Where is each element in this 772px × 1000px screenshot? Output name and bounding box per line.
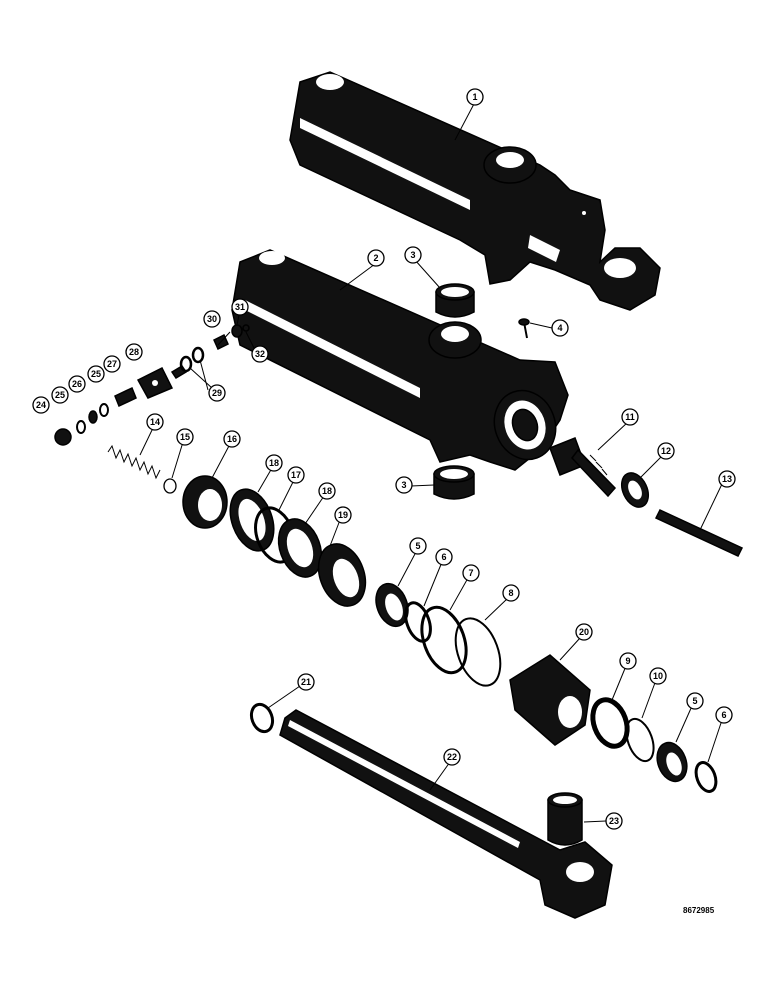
callout-13: 13 [718, 470, 736, 488]
callout-17: 17 [287, 466, 305, 484]
screw-4 [518, 318, 530, 339]
reference-number: 8672985 [683, 906, 715, 915]
callout-25-right: 25 [87, 365, 105, 383]
callout-label: 3 [401, 480, 406, 490]
callout-14: 14 [146, 413, 164, 431]
bushing-23 [547, 792, 583, 846]
pin-13 [654, 509, 744, 557]
cylinder-barrel-2 [231, 249, 569, 471]
callout-29: 29 [208, 384, 226, 402]
callout-label: 5 [415, 541, 420, 551]
callout-7: 7 [462, 564, 480, 582]
callout-label: 29 [212, 388, 222, 398]
leader-lines [139, 101, 723, 823]
callout-22: 22 [443, 748, 461, 766]
callout-8: 8 [502, 584, 520, 602]
callout-label: 7 [468, 568, 473, 578]
callout-28: 28 [125, 343, 143, 361]
callout-2: 2 [367, 249, 385, 267]
callout-21: 21 [297, 673, 315, 691]
callout-label: 28 [129, 347, 139, 357]
callout-label: 31 [235, 302, 245, 312]
rings-9-10-5-6 [590, 697, 718, 793]
callout-6: 6 [435, 548, 453, 566]
callout-label: 5 [692, 696, 697, 706]
bushing-3-upper [435, 283, 475, 318]
callout-label: 14 [150, 417, 160, 427]
callout-label: 22 [447, 752, 457, 762]
callout-label: 25 [91, 369, 101, 379]
callout-label: 18 [322, 486, 332, 496]
callout-3-upper: 3 [404, 246, 422, 264]
callout-12: 12 [657, 442, 675, 460]
callout-label: 9 [625, 656, 630, 666]
callout-label: 19 [338, 510, 348, 520]
callout-label: 16 [227, 434, 237, 444]
fitting-11 [549, 437, 617, 498]
callout-19: 19 [334, 506, 352, 524]
callout-11: 11 [621, 408, 639, 426]
callout-1: 1 [466, 88, 484, 106]
bushing-3-lower [433, 465, 475, 500]
callout-label: 6 [441, 552, 446, 562]
callout-label: 18 [269, 458, 279, 468]
callout-label: 32 [255, 349, 265, 359]
ball-15 [163, 478, 177, 494]
callout-32: 32 [251, 345, 269, 363]
callout-10: 10 [649, 667, 667, 685]
callout-label: 15 [180, 432, 190, 442]
callout-18-right: 18 [318, 482, 336, 500]
callout-label: 1 [472, 92, 477, 102]
callout-label: 23 [609, 816, 619, 826]
callout-5: 5 [409, 537, 427, 555]
callout-26: 26 [68, 375, 86, 393]
callout-label: 20 [579, 627, 589, 637]
callout-label: 6 [721, 710, 726, 720]
piston-rod-22 [279, 709, 613, 919]
rings-5-8 [375, 582, 502, 687]
washer-21 [249, 702, 275, 734]
callout-4: 4 [551, 319, 569, 337]
piston-seals-17-18 [229, 488, 323, 578]
callout-label: 12 [661, 446, 671, 456]
callout-9: 9 [619, 652, 637, 670]
callout-18-left: 18 [265, 454, 283, 472]
gland-20 [509, 654, 591, 746]
callout-27: 27 [103, 355, 121, 373]
cylinder-assembly-1 [289, 71, 661, 311]
callout-label: 21 [301, 677, 311, 687]
spring-14 [107, 444, 161, 480]
callout-label: 27 [107, 359, 117, 369]
callout-16: 16 [223, 430, 241, 448]
callout-label: 17 [291, 470, 301, 480]
callout-label: 30 [207, 314, 217, 324]
callout-24: 24 [32, 396, 50, 414]
callout-label: 8 [508, 588, 513, 598]
callout-30: 30 [203, 310, 221, 328]
callout-15: 15 [176, 428, 194, 446]
piston-19 [317, 543, 367, 607]
callout-3-lower: 3 [395, 476, 413, 494]
callout-label: 11 [625, 412, 635, 422]
callout-20: 20 [575, 623, 593, 641]
callout-23: 23 [605, 812, 623, 830]
washer-12 [620, 472, 650, 508]
callout-25-left: 25 [51, 386, 69, 404]
callout-label: 2 [373, 253, 378, 263]
callout-5-right: 5 [686, 692, 704, 710]
callout-label: 13 [722, 474, 732, 484]
callout-label: 26 [72, 379, 82, 389]
callout-label: 10 [653, 671, 663, 681]
callout-label: 3 [410, 250, 415, 260]
callout-31: 31 [231, 298, 249, 316]
callout-label: 24 [36, 400, 46, 410]
callout-label: 25 [55, 390, 65, 400]
piston-part-16 [182, 475, 228, 529]
callout-label: 4 [557, 323, 562, 333]
callout-6-right: 6 [715, 706, 733, 724]
